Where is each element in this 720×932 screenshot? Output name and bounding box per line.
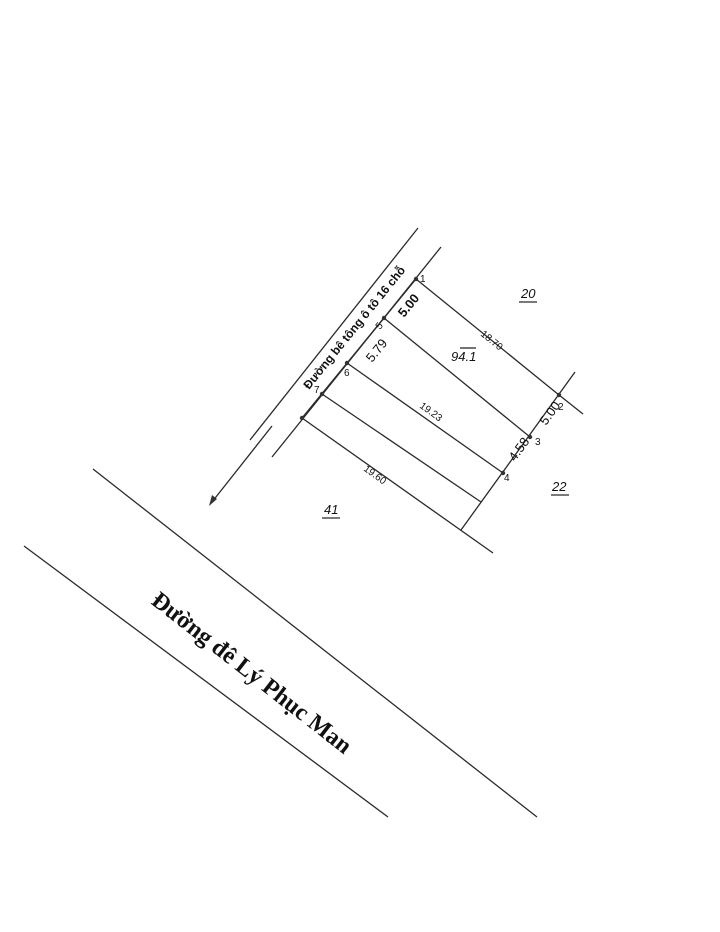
survey-point-6 — [344, 360, 350, 366]
survey-point-1 — [413, 276, 419, 282]
survey-point-3 — [527, 434, 533, 440]
point-label-3: 3 — [535, 437, 541, 448]
point-label-4: 4 — [504, 473, 510, 484]
survey-point-7 — [319, 391, 325, 397]
plot-area-label: 94.1 — [451, 349, 476, 364]
survey-point-bottom-left — [299, 415, 305, 421]
rear-boundary — [460, 371, 576, 531]
edge-bottom — [301, 417, 494, 554]
direction-arrow-shaft — [211, 425, 273, 503]
point-label-1: 1 — [420, 274, 426, 285]
edge-5-3 — [383, 317, 531, 438]
edge-6-4 — [346, 362, 504, 474]
side-road-outer-edge — [249, 227, 419, 441]
edge-1-2 — [415, 278, 560, 396]
dim-1-2: 18.70 — [478, 329, 505, 354]
survey-point-2 — [556, 392, 562, 398]
point-label-7: 7 — [314, 385, 320, 396]
point-label-2: 2 — [558, 402, 564, 413]
frontage-line — [301, 278, 417, 419]
parcel-22-label: 22 — [551, 479, 567, 494]
survey-point-4 — [500, 470, 506, 476]
rear-extension — [558, 394, 584, 415]
parcel-20-label: 20 — [520, 286, 536, 301]
dim-1-5: 5.00 — [395, 291, 423, 320]
point-label-6: 6 — [344, 368, 350, 379]
side-road-label: Đường bê tông ô tô 16 chỗ — [300, 263, 409, 392]
main-road-lower-edge — [23, 545, 389, 818]
parcel-41-label: 41 — [324, 502, 338, 517]
dim-7-4: 19.23 — [417, 401, 444, 425]
main-road-label: Đường đê Lý Phục Man — [146, 587, 356, 759]
dim-3-4: 4.58 — [505, 434, 532, 463]
main-road-upper-edge — [92, 468, 538, 818]
dim-bottom: 19.60 — [361, 464, 388, 488]
edge-7-lower — [321, 393, 482, 503]
direction-arrow-head — [209, 495, 217, 506]
point-label-5: 5 — [374, 320, 386, 332]
survey-point-5 — [381, 315, 387, 321]
